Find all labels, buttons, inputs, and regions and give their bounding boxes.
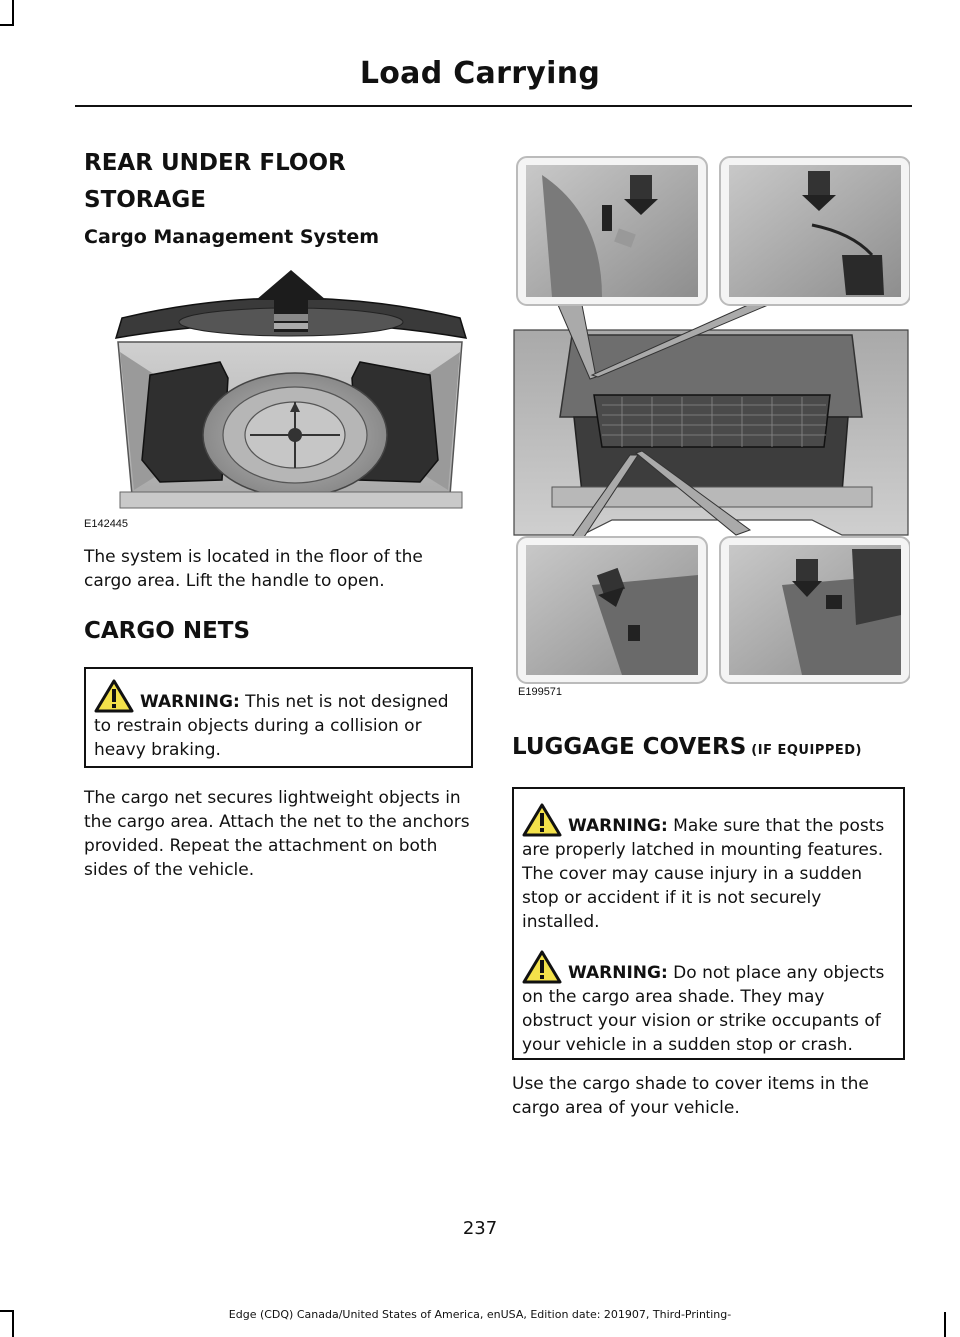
warning-triangle-icon <box>522 803 562 837</box>
warning-paragraph: WARNING: Make sure that the posts are pr… <box>522 803 893 934</box>
cargo-nets-body: The cargo net secures lightweight object… <box>84 788 470 880</box>
rear-under-floor-body: The system is located in the floor of th… <box>84 547 423 591</box>
cargo-management-subheading: Cargo Management System <box>84 226 380 248</box>
cargo-net-anchor-illustration <box>513 156 910 684</box>
crop-mark <box>944 1312 946 1337</box>
heading-line-1: REAR UNDER FLOOR <box>84 150 346 176</box>
warning-paragraph: WARNING: This net is not designed to res… <box>94 679 461 762</box>
cargo-net-warning-box: WARNING: This net is not designed to res… <box>84 667 473 768</box>
warning-text: This net is not designed to restrain obj… <box>94 692 449 760</box>
warning-triangle-icon <box>94 679 134 713</box>
luggage-covers-title: LUGGAGE COVERS <box>512 734 747 760</box>
luggage-cover-warning-box: WARNING: Make sure that the posts are pr… <box>512 787 905 1060</box>
warning-label: WARNING: <box>140 692 240 712</box>
warning-label: WARNING: <box>568 816 668 836</box>
header-divider <box>75 105 912 107</box>
warning-label: WARNING: <box>568 963 668 983</box>
cargo-nets-heading: CARGO NETS <box>84 618 251 644</box>
warning-text: Make sure that the posts are properly la… <box>522 816 885 932</box>
page-number: 237 <box>462 1218 498 1239</box>
cargo-floor-illustration <box>114 270 468 509</box>
if-equipped-qualifier: (IF EQUIPPED) <box>746 743 862 758</box>
crop-mark <box>0 1310 14 1312</box>
crop-mark <box>12 0 14 26</box>
figure-id-left: E142445 <box>84 518 129 530</box>
warning-paragraph: WARNING: Do not place any objects on the… <box>522 950 893 1057</box>
crop-mark <box>0 24 14 26</box>
heading-line-2: STORAGE <box>84 187 206 213</box>
luggage-covers-heading: LUGGAGE COVERS (IF EQUIPPED) <box>512 729 862 769</box>
rear-under-floor-heading: REAR UNDER FLOOR STORAGE <box>84 145 346 219</box>
page-footer: Edge (CDQ) Canada/United States of Ameri… <box>228 1308 732 1321</box>
page-header-title: Load Carrying <box>359 56 601 91</box>
figure-id-right: E199571 <box>518 686 563 698</box>
warning-text: Do not place any objects on the cargo ar… <box>522 963 885 1055</box>
warning-triangle-icon <box>522 950 562 984</box>
luggage-covers-body: Use the cargo shade to cover items in th… <box>512 1074 869 1118</box>
crop-mark <box>12 1310 14 1337</box>
